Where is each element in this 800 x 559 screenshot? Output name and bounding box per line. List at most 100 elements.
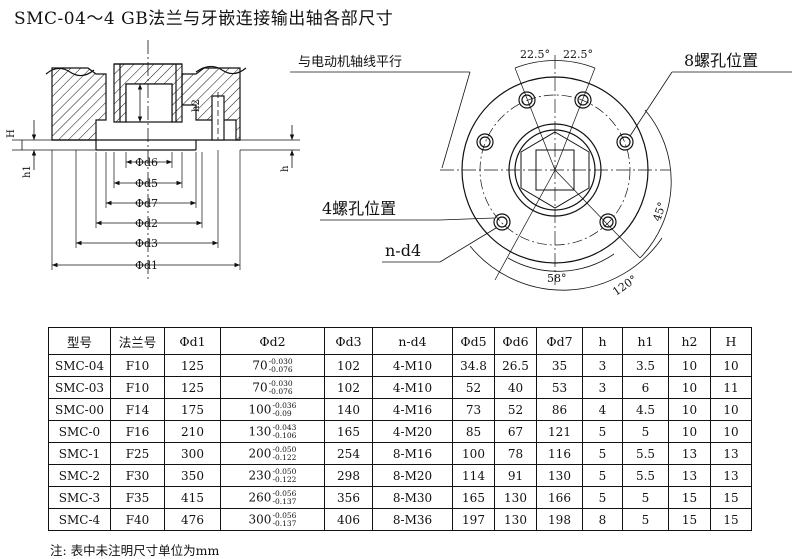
- d2-tolerance: -0.036-0.09: [272, 400, 297, 418]
- angle58-label: 58°: [547, 272, 567, 285]
- d2-nominal: 230: [248, 468, 272, 482]
- d2-tolerance: -0.030-0.076: [269, 379, 293, 396]
- cell-h2: 10: [668, 376, 711, 399]
- cell-d3: 298: [324, 464, 373, 487]
- cell-flange: F10: [110, 376, 165, 399]
- col-header: Φd6: [494, 327, 537, 355]
- cell-nd4: 8-M30: [372, 486, 453, 509]
- cell-h1: 6: [622, 376, 669, 399]
- d2-lower-deviation: -0.076: [268, 364, 293, 374]
- cell-model: SMC-04: [48, 354, 111, 377]
- cell-h2: 13: [668, 464, 711, 487]
- cell-nd4: 4-M20: [372, 420, 453, 443]
- cell-flange: F25: [110, 442, 165, 465]
- cell-model: SMC-1: [48, 442, 111, 465]
- d2-tolerance: -0.030-0.076: [268, 356, 293, 374]
- d2-upper-deviation: -0.050: [272, 466, 297, 476]
- d2-upper-deviation: -0.030: [268, 356, 293, 366]
- col-header: 法兰号: [110, 327, 165, 355]
- cell-d1: 175: [164, 398, 221, 421]
- cell-d5: 114: [452, 464, 495, 487]
- page-title: SMC-04～4 GB法兰与牙嵌连接输出轴各部尺寸: [14, 9, 394, 29]
- d2-upper-deviation: -0.056: [272, 510, 297, 520]
- col-header: Φd3: [324, 327, 373, 355]
- cell-d5: 197: [452, 508, 495, 531]
- col-header: Φd2: [220, 327, 325, 355]
- d2-tolerance: -0.056-0.137: [272, 510, 297, 528]
- cell-d1: 300: [164, 442, 221, 465]
- cell-d2: 70-0.030-0.076: [220, 376, 325, 399]
- cell-flange: F30: [110, 464, 165, 487]
- angle120-label: 120°: [610, 273, 639, 299]
- cell-d7: 121: [536, 420, 583, 443]
- cell-h1: 5: [622, 508, 669, 531]
- cell-h1: 5.5: [622, 464, 669, 487]
- d2-nominal: 70: [252, 358, 268, 372]
- flange-front-view: [440, 55, 672, 291]
- d2-tolerance: -0.056-0.137: [272, 489, 297, 506]
- cell-d6: 91: [494, 464, 537, 487]
- cell-d3: 165: [324, 420, 373, 443]
- d5-label: Φd5: [135, 177, 158, 190]
- cell-h1: 4.5: [622, 398, 669, 421]
- holes8-label: 8螺孔位置: [684, 51, 758, 70]
- cell-flange: F16: [110, 420, 165, 443]
- col-header: Φd5: [452, 327, 495, 355]
- cell-d6: 130: [494, 508, 537, 531]
- cell-d6: 52: [494, 398, 537, 421]
- cell-flange: F14: [110, 398, 165, 421]
- holes4-label: 4螺孔位置: [322, 199, 396, 218]
- cell-d6: 130: [494, 486, 537, 509]
- cell-h2: 10: [668, 354, 711, 377]
- cell-d7: 130: [536, 464, 583, 487]
- cell-d5: 165: [452, 486, 495, 509]
- cell-d1: 415: [164, 486, 221, 509]
- cell-d2: 300-0.056-0.137: [220, 508, 325, 531]
- col-header: n-d4: [372, 327, 453, 355]
- cell-model: SMC-4: [48, 508, 111, 531]
- angle-b-label: 22.5°: [563, 48, 593, 61]
- cell-d6: 78: [494, 442, 537, 465]
- cell-d7: 35: [536, 354, 583, 377]
- cell-d1: 125: [164, 354, 221, 377]
- h2-label: h2: [191, 99, 202, 112]
- cell-H: 13: [710, 442, 752, 465]
- col-header: H: [710, 327, 752, 355]
- d2-label: Φd2: [135, 217, 158, 230]
- cell-model: SMC-0: [48, 420, 111, 443]
- d2-tolerance: -0.050-0.122: [272, 445, 296, 462]
- cell-h: 5: [582, 442, 623, 465]
- cell-d7: 53: [536, 376, 583, 399]
- col-header: Φd7: [536, 327, 583, 355]
- d1-label: Φd1: [135, 259, 158, 272]
- d2-lower-deviation: -0.09: [272, 408, 292, 418]
- cell-h1: 3.5: [622, 354, 669, 377]
- d2-nominal: 130: [248, 424, 272, 438]
- footnote: 注: 表中未注明尺寸单位为mm: [50, 543, 220, 558]
- cell-flange: F40: [110, 508, 165, 531]
- cell-h2: 10: [668, 420, 711, 443]
- cell-h1: 5.5: [622, 442, 669, 465]
- cell-h: 8: [582, 508, 623, 531]
- cell-d7: 116: [536, 442, 583, 465]
- cell-d7: 86: [536, 398, 583, 421]
- cell-d2: 130-0.043-0.106: [220, 420, 325, 443]
- cell-H: 10: [710, 420, 752, 443]
- cell-d7: 166: [536, 486, 583, 509]
- cell-h: 3: [582, 354, 623, 377]
- dimension-table: 型号 法兰号 Φd1 Φd2 Φd3 n-d4 Φd5 Φd6 Φd7 h h1…: [48, 327, 752, 531]
- d2-upper-deviation: -0.036: [272, 400, 297, 410]
- cell-d6: 67: [494, 420, 537, 443]
- cell-d2: 260-0.056-0.137: [220, 486, 325, 509]
- cell-model: SMC-2: [48, 464, 111, 487]
- cell-h2: 15: [668, 486, 711, 509]
- d7-label: Φd7: [135, 197, 158, 210]
- cell-nd4: 8-M36: [372, 508, 453, 531]
- col-header: h: [582, 327, 623, 355]
- d2-lower-deviation: -0.137: [272, 496, 297, 506]
- cell-d2: 100-0.036-0.09: [220, 398, 325, 421]
- angle45-label: 45°: [650, 200, 668, 223]
- cell-H: 15: [710, 486, 752, 509]
- cell-d1: 350: [164, 464, 221, 487]
